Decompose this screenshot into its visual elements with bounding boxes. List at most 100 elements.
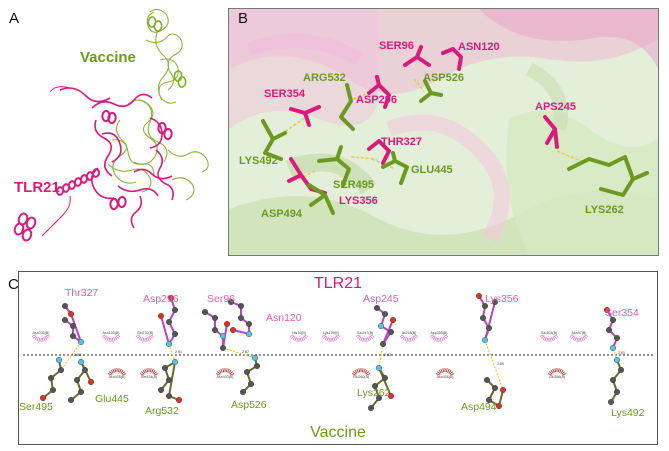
vaccine-structure-asp494 bbox=[484, 376, 507, 409]
svg-text:Glu270(B): Glu270(B) bbox=[137, 331, 153, 335]
svg-text:Asn97(B): Asn97(B) bbox=[572, 331, 587, 335]
tlr21-hydrophobic-contact: Glu247(B) bbox=[355, 331, 375, 342]
tlr21-hydrophobic-contact: Ile218(B) bbox=[399, 331, 419, 342]
panel-b-letter: B bbox=[238, 10, 249, 27]
c-label-lys356: Lys356 bbox=[485, 293, 519, 305]
c-label-lys492: Lys492 bbox=[611, 407, 645, 419]
svg-text:Glu303(B): Glu303(B) bbox=[541, 331, 557, 335]
c-title-vaccine: Vaccine bbox=[310, 424, 366, 441]
vaccine-structure-glu445 bbox=[68, 358, 94, 403]
c-label-thr327: Thr327 bbox=[65, 287, 98, 299]
svg-text:Asn436(A): Asn436(A) bbox=[437, 375, 454, 379]
b-label-arg532: ARG532 bbox=[303, 72, 346, 84]
c-label-asn120: Asn120 bbox=[266, 312, 302, 324]
svg-text:Asn330(B): Asn330(B) bbox=[33, 331, 50, 335]
c-label-asp296: Asp296 bbox=[143, 293, 179, 305]
b-label-asp494: ASP494 bbox=[261, 208, 303, 220]
svg-text:Glu356(A): Glu356(A) bbox=[549, 375, 565, 379]
c-hbond-length: 2.93 bbox=[384, 353, 391, 357]
b-label-lys262: LYS262 bbox=[585, 204, 624, 216]
tlr21-hydrophobic-contact: Asn330(B) bbox=[31, 331, 51, 342]
vaccine-residue-sticks bbox=[261, 79, 649, 215]
b-label-asp526: ASP526 bbox=[423, 72, 464, 84]
tlr21-structure-asn120 bbox=[227, 299, 252, 338]
tlr21-hydrophobic-contact: Asp355(B) bbox=[429, 331, 449, 342]
b-label-ser495: SER495 bbox=[333, 179, 374, 191]
c-hbond-length: 2.91 bbox=[175, 350, 182, 354]
b-label-lys492: LYS492 bbox=[239, 155, 278, 167]
vaccine-hydrophobic-contact: Asn435(A) bbox=[107, 368, 127, 379]
vaccine-hydrophobic-contact: Ser434(A) bbox=[139, 368, 159, 379]
tlr21-helices bbox=[13, 110, 173, 242]
tlr21-hydrophobic-contact: Lys119(B) bbox=[321, 331, 341, 342]
svg-text:Lys119(B): Lys119(B) bbox=[323, 331, 339, 335]
tlr21-structure-lys356 bbox=[476, 293, 499, 343]
c-hbond-line bbox=[60, 341, 82, 371]
c-hbond-length: 2.87 bbox=[242, 350, 249, 354]
tlr21-label: TLR21 bbox=[14, 179, 60, 196]
c-label-glu445: Glu445 bbox=[95, 393, 129, 405]
vaccine-hydrophobic-contact: Glu260(A) bbox=[351, 368, 371, 379]
c-label-ser495: Ser495 bbox=[19, 401, 53, 413]
b-label-asp296: ASP296 bbox=[356, 94, 397, 106]
tlr21-hydrophobic-contact: Asn100(B) bbox=[101, 331, 121, 342]
panel-c-letter: C bbox=[8, 276, 19, 293]
svg-text:His70(B): His70(B) bbox=[292, 331, 306, 335]
vaccine-label: Vaccine bbox=[80, 49, 136, 66]
svg-text:Asp355(B): Asp355(B) bbox=[431, 331, 448, 335]
vaccine-structure-lys492 bbox=[608, 356, 625, 405]
panel-b-interface-closeup: SER96 ASN120 ASP296 SER354 THR327 LYS356… bbox=[228, 8, 659, 256]
tlr21-hydrophobic-contact: Glu303(B) bbox=[539, 331, 559, 342]
vaccine-hydrophobic-contact: Asn433(A) bbox=[215, 368, 235, 379]
svg-text:Glu260(A): Glu260(A) bbox=[353, 375, 369, 379]
vaccine-hydrophobic-contact: Asn436(A) bbox=[435, 368, 455, 379]
b-label-asn120: ASN120 bbox=[458, 41, 500, 53]
svg-text:Ile218(B): Ile218(B) bbox=[402, 331, 417, 335]
vaccine-helices bbox=[147, 16, 187, 88]
c-label-asp494: Asp494 bbox=[461, 401, 497, 413]
b-label-aps245: APS245 bbox=[535, 101, 576, 113]
tlr21-structure-thr327 bbox=[62, 303, 85, 345]
c-label-arg532: Arg532 bbox=[145, 405, 179, 417]
c-hbond-line bbox=[222, 347, 256, 359]
svg-text:Ser434(A): Ser434(A) bbox=[141, 375, 157, 379]
b-label-lys356: LYS356 bbox=[339, 195, 378, 207]
c-title-tlr21: TLR21 bbox=[314, 275, 362, 292]
tlr21-structure-ser354 bbox=[604, 307, 621, 351]
svg-text:Asn435(A): Asn435(A) bbox=[109, 375, 126, 379]
c-residue-structures bbox=[40, 293, 625, 411]
tlr21-structure-ser96 bbox=[201, 309, 230, 351]
tlr21-linker bbox=[41, 195, 71, 237]
c-label-asp526: Asp526 bbox=[231, 399, 267, 411]
complex-structure-image: Vaccine TLR21 bbox=[13, 8, 209, 242]
vaccine-structure-arg532 bbox=[157, 358, 182, 403]
svg-text:Glu247(B): Glu247(B) bbox=[357, 331, 373, 335]
tlr21-residue-sticks bbox=[287, 45, 559, 195]
interface-closeup-image: SER96 ASN120 ASP296 SER354 THR327 LYS356… bbox=[229, 9, 658, 255]
panel-a-docked-complex: Vaccine TLR21 bbox=[0, 0, 228, 262]
b-label-ser96: SER96 bbox=[379, 40, 414, 52]
vaccine-structure-ser495 bbox=[40, 356, 65, 401]
c-hbond-length: 2.83 bbox=[74, 353, 81, 357]
c-label-ser354: Ser354 bbox=[605, 307, 639, 319]
tlr21-ribbon bbox=[59, 87, 174, 229]
b-label-thr327: THR327 bbox=[381, 136, 422, 148]
tlr21-hydrophobic-contact: Asn97(B) bbox=[569, 331, 589, 342]
c-hbond-line bbox=[484, 339, 504, 391]
c-label-ser96: Ser96 bbox=[207, 293, 235, 305]
vaccine-structure-lys262 bbox=[368, 364, 395, 411]
tlr21-structure-asp245 bbox=[374, 305, 397, 347]
svg-text:Asn433(A): Asn433(A) bbox=[217, 375, 234, 379]
tlr21-structure-asp296 bbox=[157, 295, 178, 347]
tlr21-tail bbox=[49, 86, 71, 93]
c-hbond-length: 2.80 bbox=[497, 362, 504, 366]
vaccine-hydrophobic-contact: Glu356(A) bbox=[547, 368, 567, 379]
vaccine-structure-asp526 bbox=[239, 354, 260, 395]
svg-text:Asn100(B): Asn100(B) bbox=[103, 331, 120, 335]
c-hydrophobic-contacts: Asn330(B) Asn100(B) Glu270(B) His70(B) Lys11… bbox=[31, 331, 589, 379]
c-label-lys262: Lys262 bbox=[357, 387, 391, 399]
